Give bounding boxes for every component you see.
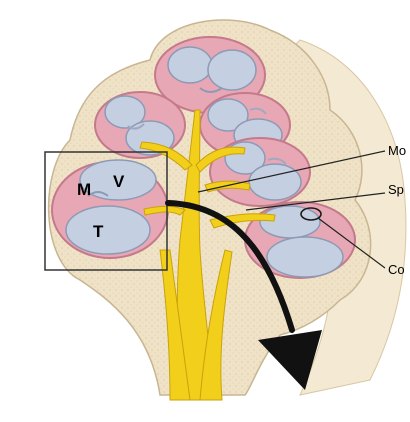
label-modiolus: Mo [388,143,407,158]
leader-lines [197,150,386,269]
cochlear-turn-basal-right [244,201,356,279]
cochlear-nerve [139,109,276,401]
leader-line-modiolus [197,150,386,193]
label-cochlear-duct: Co [388,262,405,277]
label-scala-media: M [77,180,92,199]
label-scala-vestibuli: V [113,172,125,191]
curved-arrow-icon [165,200,322,390]
label-scala-tympani: T [93,222,104,241]
zoom-box-icon [44,151,168,271]
cochlear-turn-basal-left [51,159,169,259]
label-spiral-ganglion: Sp [388,182,404,197]
leader-line-spiral-ganglion [245,192,386,211]
leader-line-cochlear-duct [317,217,386,269]
cochlear-turn-upper-left [94,91,186,159]
cochlear-turn-middle-right [209,137,311,207]
